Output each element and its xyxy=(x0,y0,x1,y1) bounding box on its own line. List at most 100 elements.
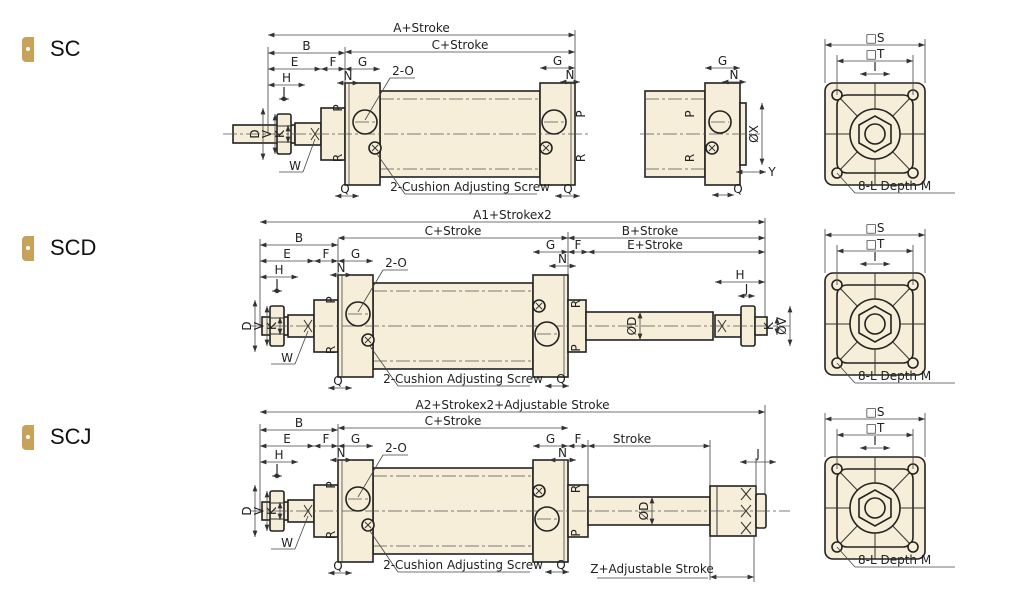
label-p-rear: P xyxy=(574,110,588,117)
dim-q-front-label: Q xyxy=(340,182,349,196)
label-w: W xyxy=(281,536,293,550)
label-cushion-screw: 2-Cushion Adjusting Screw xyxy=(383,372,543,386)
label-r-rear: R xyxy=(569,300,583,308)
leader-holes xyxy=(836,172,856,194)
end-dim-i-label: I xyxy=(873,250,877,264)
label-8-l-depth-m: 8-L Depth M xyxy=(858,369,931,383)
dim-v-label: V xyxy=(252,321,266,330)
dim-a1-stroke-label: A1+Strokex2 xyxy=(473,208,552,222)
side-label-r: R xyxy=(683,154,697,162)
end-view-rod xyxy=(864,123,886,145)
label-8-l-depth-m: 8-L Depth M xyxy=(858,553,931,567)
dim-g-rear-label: G xyxy=(546,238,555,252)
label-rear-j: J xyxy=(755,447,760,461)
dim-j-label: J xyxy=(274,277,279,291)
dim-h-label: H xyxy=(274,263,283,277)
dim-d-label: D xyxy=(240,321,254,330)
screw-mark xyxy=(364,521,372,529)
label-r-rear: R xyxy=(569,485,583,493)
label-cushion-screw: 2-Cushion Adjusting Screw xyxy=(390,180,550,194)
dim-f-label: F xyxy=(323,247,330,261)
dim-q-front-label: Q xyxy=(333,374,342,388)
dim-n-front-label: N xyxy=(337,446,346,460)
dim-e-label: E xyxy=(291,55,299,69)
dim-b-label: B xyxy=(302,39,310,53)
dim-v-label: V xyxy=(252,506,266,515)
end-view-rod xyxy=(864,497,886,519)
label-cushion-screw: 2-Cushion Adjusting Screw xyxy=(383,558,543,572)
end-dim-t-label: □T xyxy=(866,421,885,435)
end-dim-t-label: □T xyxy=(866,237,885,251)
screw-mark xyxy=(542,144,550,152)
dim-a-stroke-label: A+Stroke xyxy=(393,21,450,35)
label-8-l-depth-m: 8-L Depth M xyxy=(858,179,931,193)
dim-n-rear-label: N xyxy=(558,446,567,460)
dim-q-front-label: Q xyxy=(333,559,342,573)
adjuster-nut-mark xyxy=(740,487,752,501)
leader-cushion xyxy=(369,530,399,573)
dim-n-rear-label: N xyxy=(566,68,575,82)
dim-f-rear-label: F xyxy=(575,432,582,446)
dim-g-rear-label: G xyxy=(546,432,555,446)
dim-q-rear-label: Q xyxy=(556,372,565,386)
leader-w xyxy=(294,515,309,550)
end-dim-s-label: □S xyxy=(866,221,885,235)
dim-e-label: E xyxy=(283,247,291,261)
label-p-front: P xyxy=(331,104,345,111)
dim-a2-stroke-label: A2+Strokex2+Adjustable Stroke xyxy=(416,398,610,412)
mounting-hole xyxy=(907,357,919,369)
mounting-hole xyxy=(907,167,919,179)
label-p-rear: P xyxy=(569,529,583,536)
side-dim-g-label: G xyxy=(718,54,727,68)
label-r-rear: R xyxy=(574,154,588,162)
screw-mark xyxy=(371,144,379,152)
leader-ports xyxy=(357,454,384,498)
dim-q-rear-label: Q xyxy=(556,558,565,572)
badge-dot xyxy=(26,435,30,439)
side-label-q: Q xyxy=(733,182,742,196)
screw-mark xyxy=(535,487,543,495)
leader-w xyxy=(294,330,309,365)
leader-ports xyxy=(357,269,384,313)
dim-g-front-label: G xyxy=(351,247,360,261)
dim-n-front-label: N xyxy=(337,261,346,275)
dim-f-label: F xyxy=(330,55,337,69)
dim-c-stroke-label: C+Stroke xyxy=(432,38,489,52)
end-dim-i-label: I xyxy=(873,434,877,448)
leader-cushion xyxy=(376,153,406,195)
dim-g-rear-label: G xyxy=(553,54,562,68)
label-r-front: R xyxy=(324,346,338,354)
dim-c-stroke-label: C+Stroke xyxy=(425,414,482,428)
dim-v-label: V xyxy=(260,129,274,138)
side-label-y: Y xyxy=(767,165,776,179)
scd-badge xyxy=(22,236,34,261)
side-dim-x-label: ØX xyxy=(747,125,761,143)
dim-f-rear-label: F xyxy=(575,238,582,252)
dim-f-label: F xyxy=(323,432,330,446)
dim-b-label: B xyxy=(295,416,303,430)
screw-mark xyxy=(535,302,543,310)
label-2-o: 2-O xyxy=(385,256,407,270)
label-2-o: 2-O xyxy=(392,64,414,78)
screw-mark xyxy=(364,336,372,344)
label-w: W xyxy=(289,159,301,173)
dim-b-label: B xyxy=(295,231,303,245)
dim-e-label: E xyxy=(283,432,291,446)
end-dim-t-label: □T xyxy=(866,47,885,61)
section-title-scj: SCJ xyxy=(50,424,92,449)
adjuster-nut-mark xyxy=(740,521,752,535)
end-dim-s-label: □S xyxy=(866,31,885,45)
dim-d-label: D xyxy=(240,506,254,515)
leader-holes xyxy=(836,362,856,384)
scj-badge xyxy=(22,425,34,450)
dim-h-label: H xyxy=(282,71,291,85)
dim-n-rear-label: N xyxy=(558,252,567,266)
dim-h-label: H xyxy=(274,448,283,462)
section-title-scd: SCD xyxy=(50,235,97,260)
dim-j-label: J xyxy=(274,462,279,476)
dim-rod-d-label: ØD xyxy=(625,317,639,336)
leader-ports xyxy=(364,77,391,121)
screw-mark xyxy=(708,144,716,152)
dim-rear-j-label: J xyxy=(744,282,749,296)
